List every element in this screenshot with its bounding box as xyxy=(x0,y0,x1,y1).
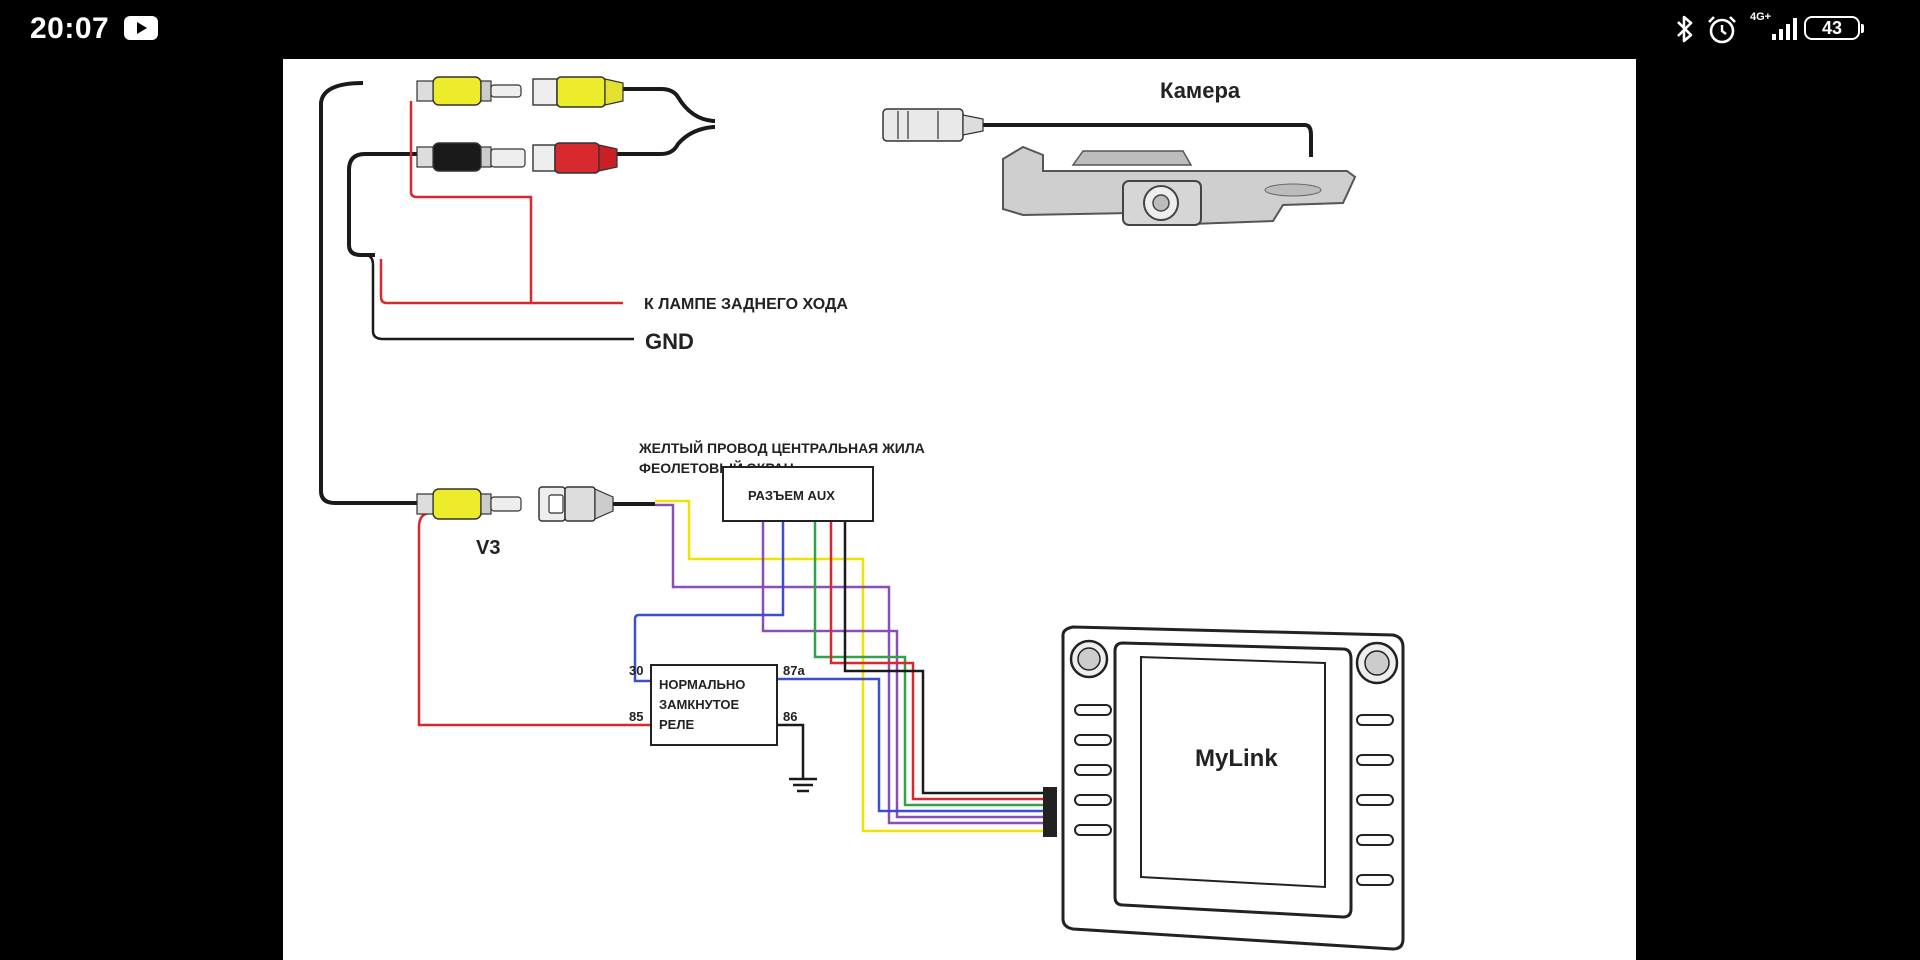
blue-wire-30 xyxy=(633,521,785,683)
camera-label: Камера xyxy=(1160,78,1241,103)
red-rca-cable-top xyxy=(533,125,715,156)
head-unit xyxy=(1043,625,1405,951)
green-wire xyxy=(813,521,1043,807)
yellow-rca-plug-top xyxy=(532,76,624,108)
black-rca-cable xyxy=(347,152,433,257)
wiring-diagram-svg: Камера К ЛАМПЕ ЗАДНЕГО ХОДА GND ЖЕЛТЫЙ П… xyxy=(319,76,1405,951)
network-type: 4G+ xyxy=(1750,11,1772,23)
red-rca-plug xyxy=(532,142,618,174)
relay-pin-87a: 87a xyxy=(783,663,805,678)
battery-cap xyxy=(1861,24,1864,33)
purple-wire-2 xyxy=(761,521,1043,819)
relay-pin-86: 86 xyxy=(783,709,797,724)
head-unit-label: MyLink xyxy=(1195,745,1278,772)
relay-label-line2: ЗАМКНУТОЕ xyxy=(659,697,740,712)
camera-icon xyxy=(1002,145,1357,227)
battery-icon: 43 xyxy=(1804,16,1860,40)
splitter-connector xyxy=(882,108,984,142)
relay-box xyxy=(650,664,778,746)
relay-label-line1: НОРМАЛЬНО xyxy=(659,677,745,692)
yellow-signal-wire xyxy=(655,499,1043,833)
yellow-rca-cable-top xyxy=(533,87,715,123)
status-bar: 20:07 4G+ 43 xyxy=(0,0,1920,58)
red-aux-wire xyxy=(829,521,1043,801)
white-rca-plug-v3 xyxy=(538,486,655,522)
black-rca-socket xyxy=(416,142,526,172)
aux-connector-box xyxy=(722,466,874,522)
relay-86-wire xyxy=(775,723,805,779)
main-video-cable xyxy=(319,81,431,505)
yellow-rca-socket-top xyxy=(416,76,522,106)
v3-label: V3 xyxy=(476,537,500,559)
reverse-lamp-wire-b xyxy=(379,259,531,305)
wiring-diagram: Камера К ЛАМПЕ ЗАДНЕГО ХОДА GND ЖЕЛТЫЙ П… xyxy=(283,59,1636,960)
wire-note-line1: ЖЕЛТЫЙ ПРОВОД ЦЕНТРАЛЬНАЯ ЖИЛА xyxy=(638,439,925,456)
ground-symbol xyxy=(789,777,817,793)
bluetooth-icon xyxy=(1677,15,1693,43)
relay-label-line3: РЕЛЕ xyxy=(659,717,694,732)
youtube-icon xyxy=(124,16,158,40)
aux-connector-label: РАЗЪЕМ AUX xyxy=(748,488,835,503)
yellow-rca-socket-v3 xyxy=(416,488,522,520)
purple-shield-wire xyxy=(655,503,1043,825)
signal-icon xyxy=(1772,18,1797,40)
black-aux-wire xyxy=(843,521,1043,795)
reverse-lamp-label: К ЛАМПЕ ЗАДНЕГО ХОДА xyxy=(644,296,848,313)
alarm-icon xyxy=(1708,16,1736,44)
camera-cable xyxy=(983,123,1313,157)
relay-pin-85: 85 xyxy=(629,709,643,724)
reverse-lamp-wire-a xyxy=(409,101,623,305)
relay-pin-30: 30 xyxy=(629,663,643,678)
status-time: 20:07 xyxy=(30,12,110,45)
gnd-wire xyxy=(364,253,634,341)
gnd-label: GND xyxy=(645,329,694,354)
blue-wire-87a xyxy=(703,677,1043,813)
battery-level: 43 xyxy=(1821,18,1843,38)
